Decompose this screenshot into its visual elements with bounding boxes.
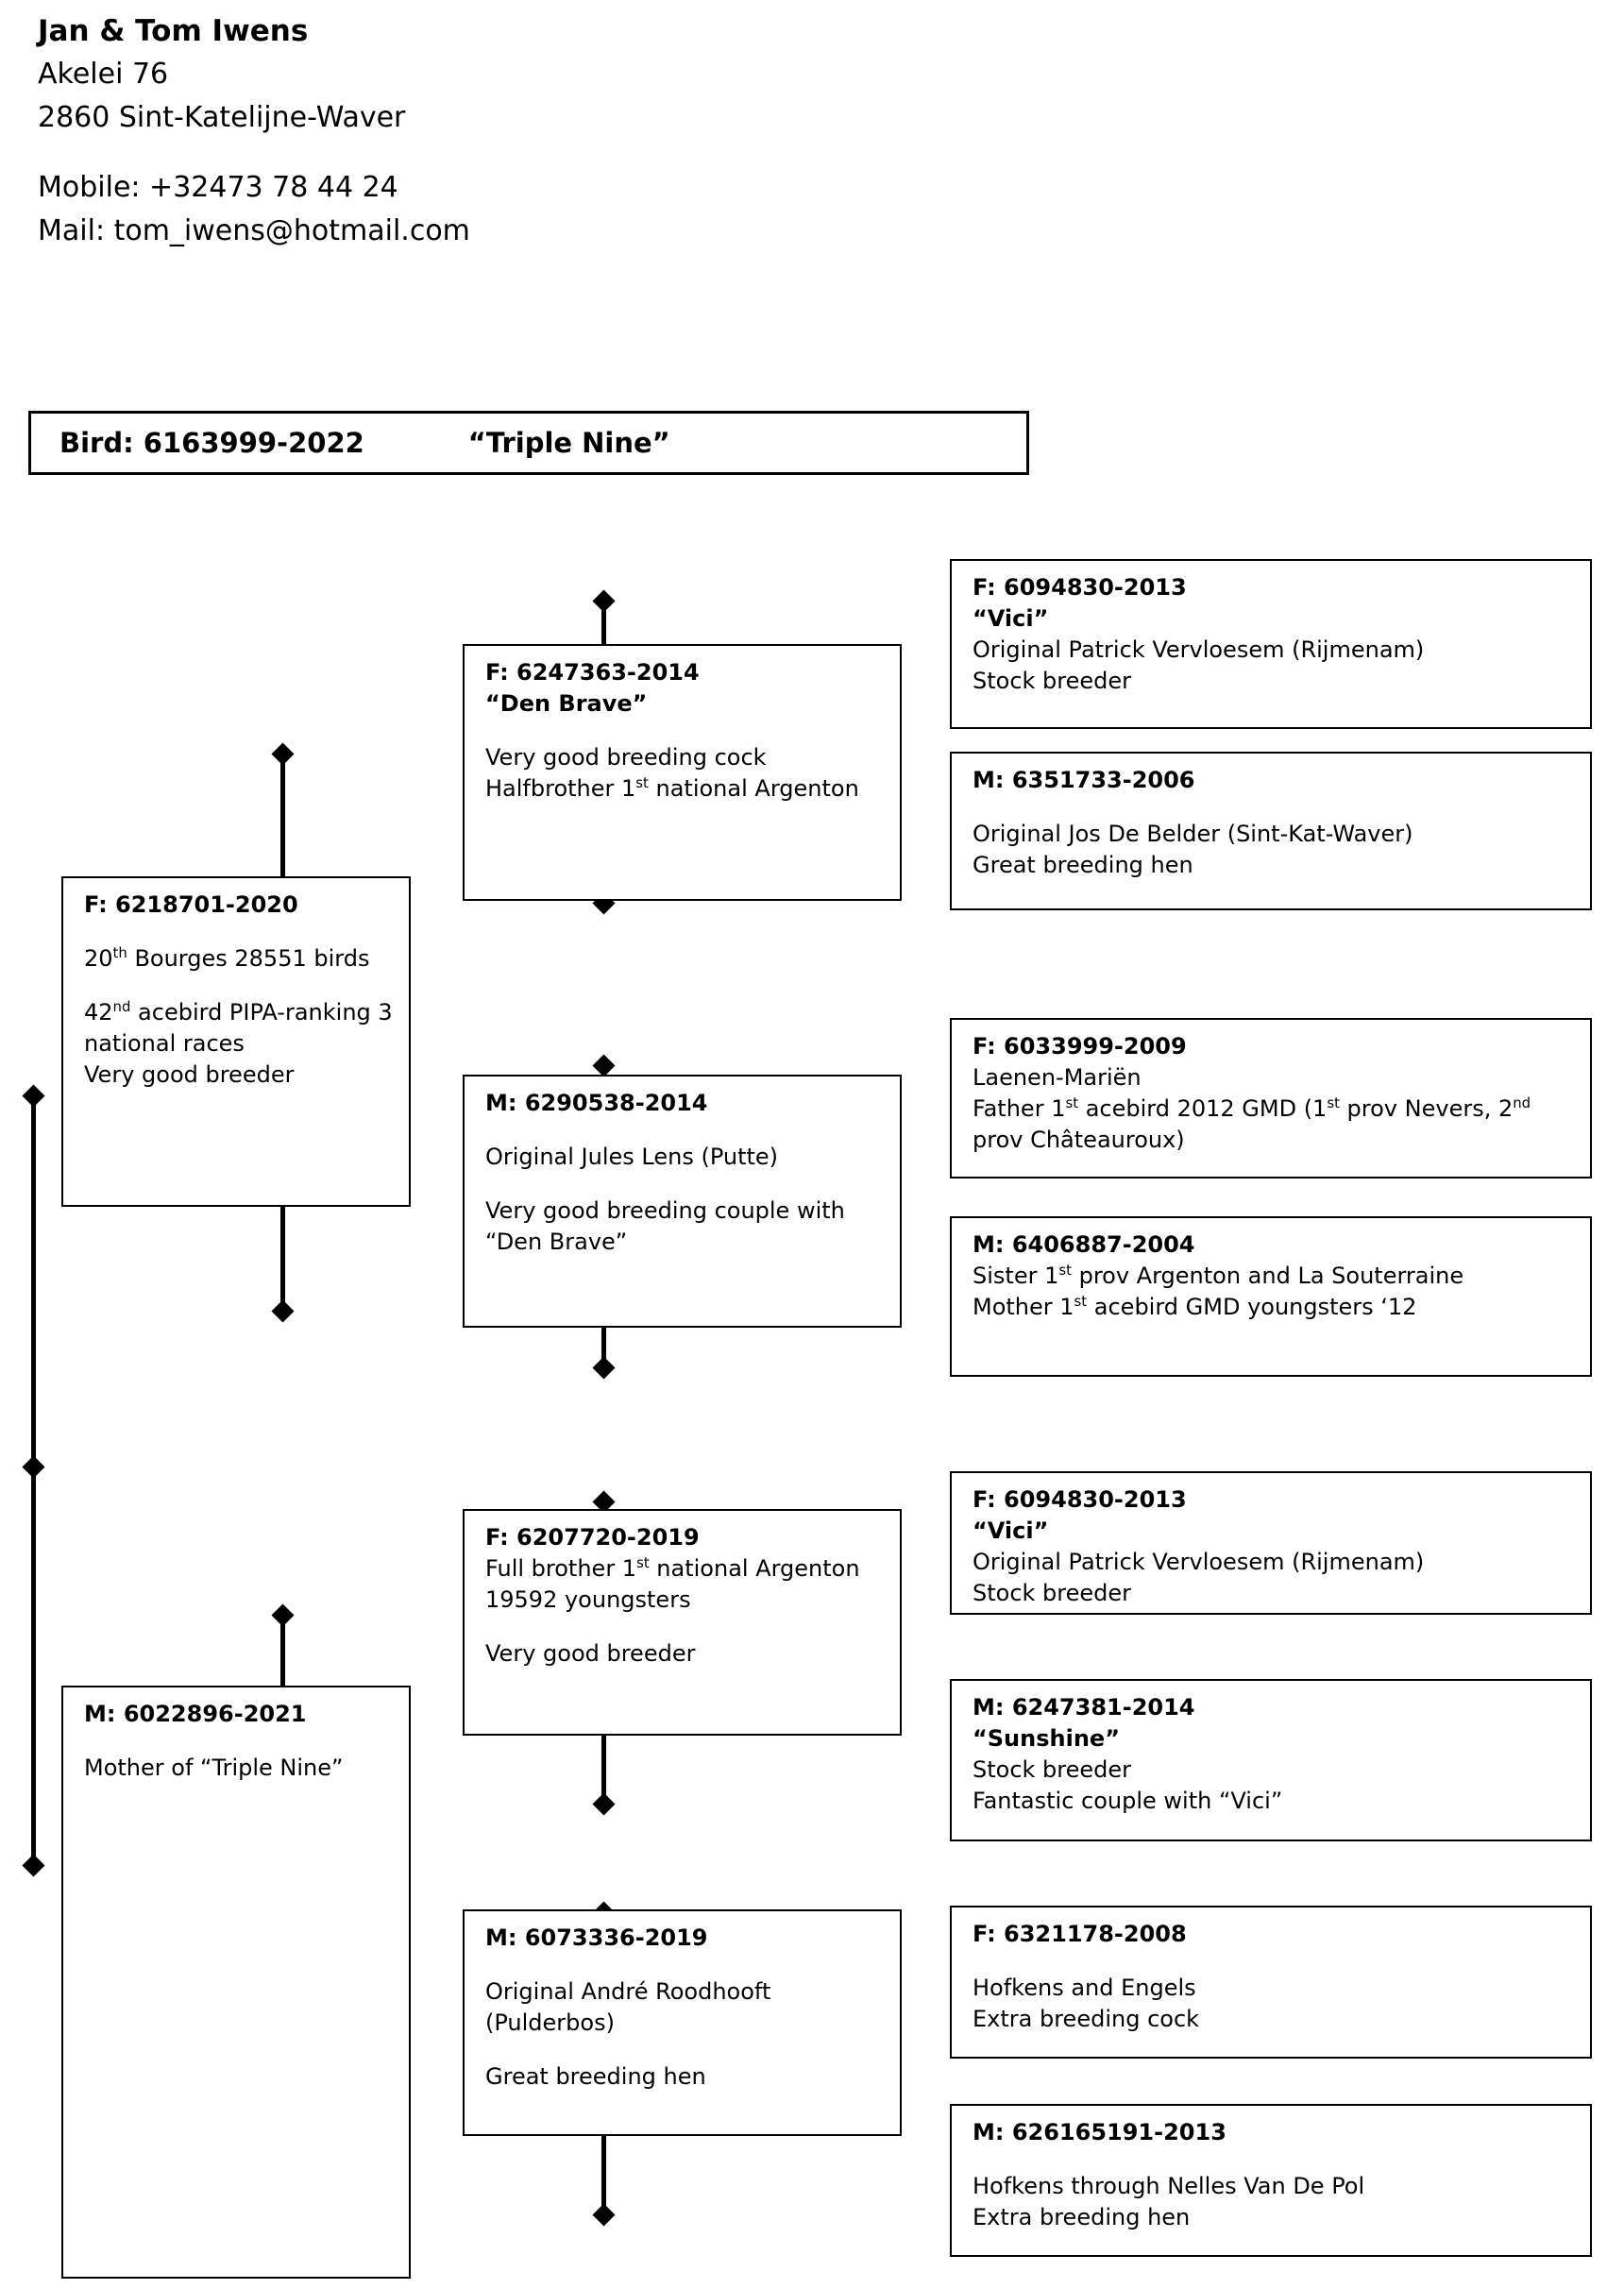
node-ds-sire-line-1: Original Patrick Vervloesem (Rijmenam) bbox=[973, 1549, 1425, 1575]
node-spacer bbox=[973, 796, 1575, 819]
connector-node-gen1-mid bbox=[22, 1455, 45, 1479]
node-dd-sire-ring: F: 6321178-2008 bbox=[973, 1921, 1187, 1947]
node-spacer bbox=[84, 975, 394, 997]
node-ss-sire-ring: F: 6094830-2013 bbox=[973, 574, 1187, 601]
bird-ring-number: Bird: 6163999-2022 bbox=[59, 427, 364, 459]
node-sire-dam[interactable]: M: 6290538-2014 Original Jules Lens (Put… bbox=[463, 1075, 902, 1328]
connector-node-gen1-bottom bbox=[22, 1854, 45, 1877]
node-dam-ring: M: 6022896-2021 bbox=[84, 1701, 307, 1727]
node-sire-sire-line-2: Halfbrother 1st national Argenton bbox=[485, 774, 859, 802]
connector-node-gen2-lower-top bbox=[271, 1603, 295, 1627]
node-dam-sire[interactable]: F: 6207720-2019 Full brother 1st nationa… bbox=[463, 1509, 902, 1736]
node-sire-dam-line-1: Original Jules Lens (Putte) bbox=[485, 1144, 779, 1170]
node-spacer bbox=[485, 1119, 885, 1142]
node-spacer bbox=[84, 1730, 394, 1753]
node-dd-dam-ring: M: 626165191-2013 bbox=[973, 2119, 1226, 2145]
node-ds-dam-line-1: Stock breeder bbox=[973, 1756, 1132, 1783]
node-sire-ring: F: 6218701-2020 bbox=[84, 891, 298, 918]
node-dam[interactable]: M: 6022896-2021 Mother of “Triple Nine” bbox=[61, 1686, 411, 2279]
node-spacer bbox=[973, 1950, 1575, 1973]
node-sd-dam[interactable]: M: 6406887-2004 Sister 1st prov Argenton… bbox=[950, 1216, 1592, 1377]
node-ds-dam-line-2: Fantastic couple with “Vici” bbox=[973, 1788, 1283, 1814]
node-dd-sire-line-1: Hofkens and Engels bbox=[973, 1975, 1196, 2001]
node-ss-dam-line-1: Original Jos De Belder (Sint-Kat-Waver) bbox=[973, 821, 1413, 847]
node-sire-sire-line-1: Very good breeding cock bbox=[485, 744, 767, 771]
node-sd-sire-line-2: Father 1st acebird 2012 GMD (1st prov Ne… bbox=[973, 1094, 1531, 1153]
node-dd-dam-line-1: Hofkens through Nelles Van De Pol bbox=[973, 2173, 1365, 2199]
node-sire-line-1: 20th Bourges 28551 birds bbox=[84, 944, 370, 972]
connector-node-gen1-top bbox=[22, 1084, 45, 1108]
connector-node-gen3-b-bottom bbox=[592, 1356, 616, 1380]
node-spacer bbox=[485, 2039, 885, 2061]
connector-node-gen3-a-top bbox=[592, 589, 616, 613]
node-dam-sire-line-1: Full brother 1st national Argenton 19592… bbox=[485, 1554, 860, 1613]
node-sd-dam-line-2: Mother 1st acebird GMD youngsters ‘12 bbox=[973, 1293, 1417, 1320]
bird-nickname: “Triple Nine” bbox=[467, 427, 670, 459]
node-dam-sire-ring: F: 6207720-2019 bbox=[485, 1524, 700, 1551]
node-dam-dam-line-1: Original André Roodhooft (Pulderbos) bbox=[485, 1978, 771, 2036]
node-sd-sire-line-1: Laenen-Mariën bbox=[973, 1064, 1142, 1091]
connector-node-gen3-c-bottom bbox=[592, 1792, 616, 1816]
node-ds-sire-ring: F: 6094830-2013 bbox=[973, 1486, 1187, 1513]
node-sire-sire[interactable]: F: 6247363-2014 “Den Brave” Very good br… bbox=[463, 644, 902, 901]
node-ss-dam-ring: M: 6351733-2006 bbox=[973, 767, 1195, 793]
breeder-mail: Mail: tom_iwens@hotmail.com bbox=[38, 214, 470, 247]
node-ds-dam-nickname: “Sunshine” bbox=[973, 1725, 1120, 1752]
node-sire-sire-ring: F: 6247363-2014 bbox=[485, 659, 700, 686]
breeder-street: Akelei 76 bbox=[38, 58, 169, 91]
node-spacer bbox=[485, 720, 885, 742]
connector-node-gen2-upper-top bbox=[271, 742, 295, 766]
breeder-name: Jan & Tom Iwens bbox=[38, 14, 309, 48]
node-ss-dam-line-2: Great breeding hen bbox=[973, 852, 1193, 878]
connector-node-gen3-b-top bbox=[592, 1054, 616, 1077]
connector-rail-gen1 bbox=[31, 1095, 36, 1865]
node-dam-sire-line-2: Very good breeder bbox=[485, 1640, 696, 1667]
node-spacer bbox=[485, 1173, 885, 1195]
node-sire-sire-nickname: “Den Brave” bbox=[485, 690, 648, 717]
connector-node-gen2-upper-bottom bbox=[271, 1299, 295, 1323]
node-sd-dam-line-1: Sister 1st prov Argenton and La Souterra… bbox=[973, 1262, 1464, 1289]
node-sd-dam-ring: M: 6406887-2004 bbox=[973, 1231, 1195, 1258]
node-spacer bbox=[485, 1616, 885, 1638]
node-ds-sire[interactable]: F: 6094830-2013 “Vici” Original Patrick … bbox=[950, 1471, 1592, 1615]
node-dd-sire-line-2: Extra breeding cock bbox=[973, 2006, 1200, 2032]
node-sd-sire-ring: F: 6033999-2009 bbox=[973, 1033, 1187, 1060]
node-ss-sire[interactable]: F: 6094830-2013 “Vici” Original Patrick … bbox=[950, 559, 1592, 729]
node-dd-sire[interactable]: F: 6321178-2008 Hofkens and Engels Extra… bbox=[950, 1906, 1592, 2059]
header-spacer bbox=[38, 140, 888, 166]
breeder-mobile: Mobile: +32473 78 44 24 bbox=[38, 171, 398, 204]
node-sire-line-3: Very good breeder bbox=[84, 1061, 295, 1088]
node-dd-dam[interactable]: M: 626165191-2013 Hofkens through Nelles… bbox=[950, 2104, 1592, 2257]
node-ss-sire-line-1: Original Patrick Vervloesem (Rijmenam) bbox=[973, 636, 1425, 663]
breeder-header: Jan & Tom Iwens Akelei 76 2860 Sint-Kate… bbox=[38, 9, 888, 253]
node-spacer bbox=[84, 921, 394, 943]
node-ss-sire-line-2: Stock breeder bbox=[973, 668, 1132, 694]
node-dd-dam-line-2: Extra breeding hen bbox=[973, 2204, 1191, 2230]
node-sire-line-2: 42nd acebird PIPA-ranking 3 national rac… bbox=[84, 998, 393, 1057]
node-sire-dam-ring: M: 6290538-2014 bbox=[485, 1090, 708, 1116]
node-dam-line-1: Mother of “Triple Nine” bbox=[84, 1755, 344, 1781]
node-dam-dam-line-2: Great breeding hen bbox=[485, 2063, 706, 2090]
node-sire-dam-line-2: Very good breeding couple with “Den Brav… bbox=[485, 1197, 845, 1255]
node-ds-dam[interactable]: M: 6247381-2014 “Sunshine” Stock breeder… bbox=[950, 1679, 1592, 1841]
node-sd-sire[interactable]: F: 6033999-2009 Laenen-Mariën Father 1st… bbox=[950, 1018, 1592, 1178]
breeder-city: 2860 Sint-Katelijne-Waver bbox=[38, 101, 406, 134]
node-sire[interactable]: F: 6218701-2020 20th Bourges 28551 birds… bbox=[61, 876, 411, 1207]
bird-title-bar: Bird: 6163999-2022 “Triple Nine” bbox=[28, 411, 1029, 475]
node-ss-sire-nickname: “Vici” bbox=[973, 605, 1049, 632]
node-ds-dam-ring: M: 6247381-2014 bbox=[973, 1694, 1195, 1721]
node-ds-sire-nickname: “Vici” bbox=[973, 1518, 1049, 1544]
node-dam-dam[interactable]: M: 6073336-2019 Original André Roodhooft… bbox=[463, 1909, 902, 2136]
connector-node-gen3-d-bottom bbox=[592, 2203, 616, 2227]
node-dam-dam-ring: M: 6073336-2019 bbox=[485, 1924, 708, 1951]
node-ds-sire-line-2: Stock breeder bbox=[973, 1580, 1132, 1606]
node-spacer bbox=[485, 1954, 885, 1976]
node-spacer bbox=[973, 2148, 1575, 2171]
node-ss-dam[interactable]: M: 6351733-2006 Original Jos De Belder (… bbox=[950, 752, 1592, 910]
